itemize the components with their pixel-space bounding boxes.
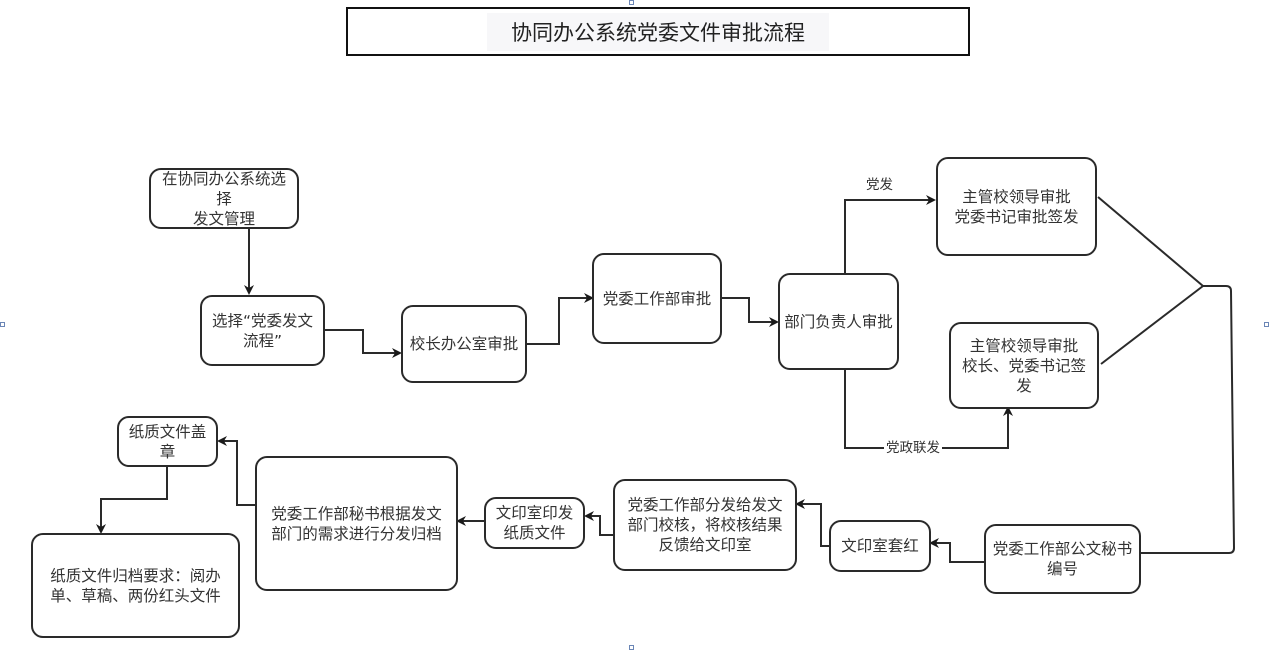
- node-party-issue-approval[interactable]: 主管校领导审批 党委书记审批签发: [936, 157, 1097, 256]
- edge-secretary-to-red-header: [929, 538, 984, 563]
- edge-party-work-dept-to-dept-head: [721, 297, 779, 327]
- node-joint-issue-approval[interactable]: 主管校领导审批 校长、党委书记签 发: [949, 322, 1099, 409]
- diagram-title-box: 协同办公系统党委文件审批流程: [346, 7, 970, 56]
- node-dept-head[interactable]: 部门负责人审批: [778, 273, 899, 370]
- resize-handle-bottom[interactable]: [629, 645, 634, 650]
- edge-merge-to-secretary: [1141, 285, 1236, 554]
- node-select-module[interactable]: 在协同办公系统选择 发文管理: [149, 168, 299, 229]
- edge-merge-upper: [1097, 196, 1204, 287]
- edge-dept-head-party-issue: [844, 195, 936, 273]
- node-archive-requirements[interactable]: 纸质文件归档要求：阅办 单、草稿、两份红头文件: [31, 533, 240, 638]
- resize-handle-top[interactable]: [629, 0, 634, 5]
- edge-distribute-archive-to-stamp: [217, 436, 255, 506]
- edge-dept-review-to-print-paper: [584, 511, 613, 536]
- edge-select-flow-to-principal-office: [324, 329, 402, 358]
- edge-red-header-to-dept-review: [795, 499, 829, 547]
- node-print-paper[interactable]: 文印室印发 纸质文件: [484, 497, 585, 549]
- edge-merge-lower: [1100, 285, 1204, 365]
- node-dept-review[interactable]: 党委工作部分发给发文 部门校核，将校核结果 反馈给文印室: [613, 479, 797, 571]
- diagram-title: 协同办公系统党委文件审批流程: [487, 12, 829, 51]
- resize-handle-left[interactable]: [0, 322, 5, 327]
- edge-label-party-issue: 党发: [864, 177, 895, 193]
- node-stamp[interactable]: 纸质文件盖 章: [117, 416, 218, 467]
- edge-principal-office-to-party-work-dept: [526, 293, 594, 345]
- resize-handle-right[interactable]: [1264, 322, 1269, 327]
- edge-stamp-to-archive-requirements: [96, 467, 168, 534]
- node-party-work-dept[interactable]: 党委工作部审批: [592, 253, 722, 344]
- node-distribute-archive[interactable]: 党委工作部秘书根据发文 部门的需求进行分发归档: [255, 456, 458, 591]
- node-select-flow[interactable]: 选择“党委发文 流程”: [200, 295, 325, 366]
- node-secretary-numbering[interactable]: 党委工作部公文秘书 编号: [984, 524, 1141, 594]
- edge-label-joint-issue: 党政联发: [884, 440, 942, 456]
- node-print-red-header[interactable]: 文印室套红: [829, 520, 931, 572]
- node-principal-office[interactable]: 校长办公室审批: [401, 305, 527, 383]
